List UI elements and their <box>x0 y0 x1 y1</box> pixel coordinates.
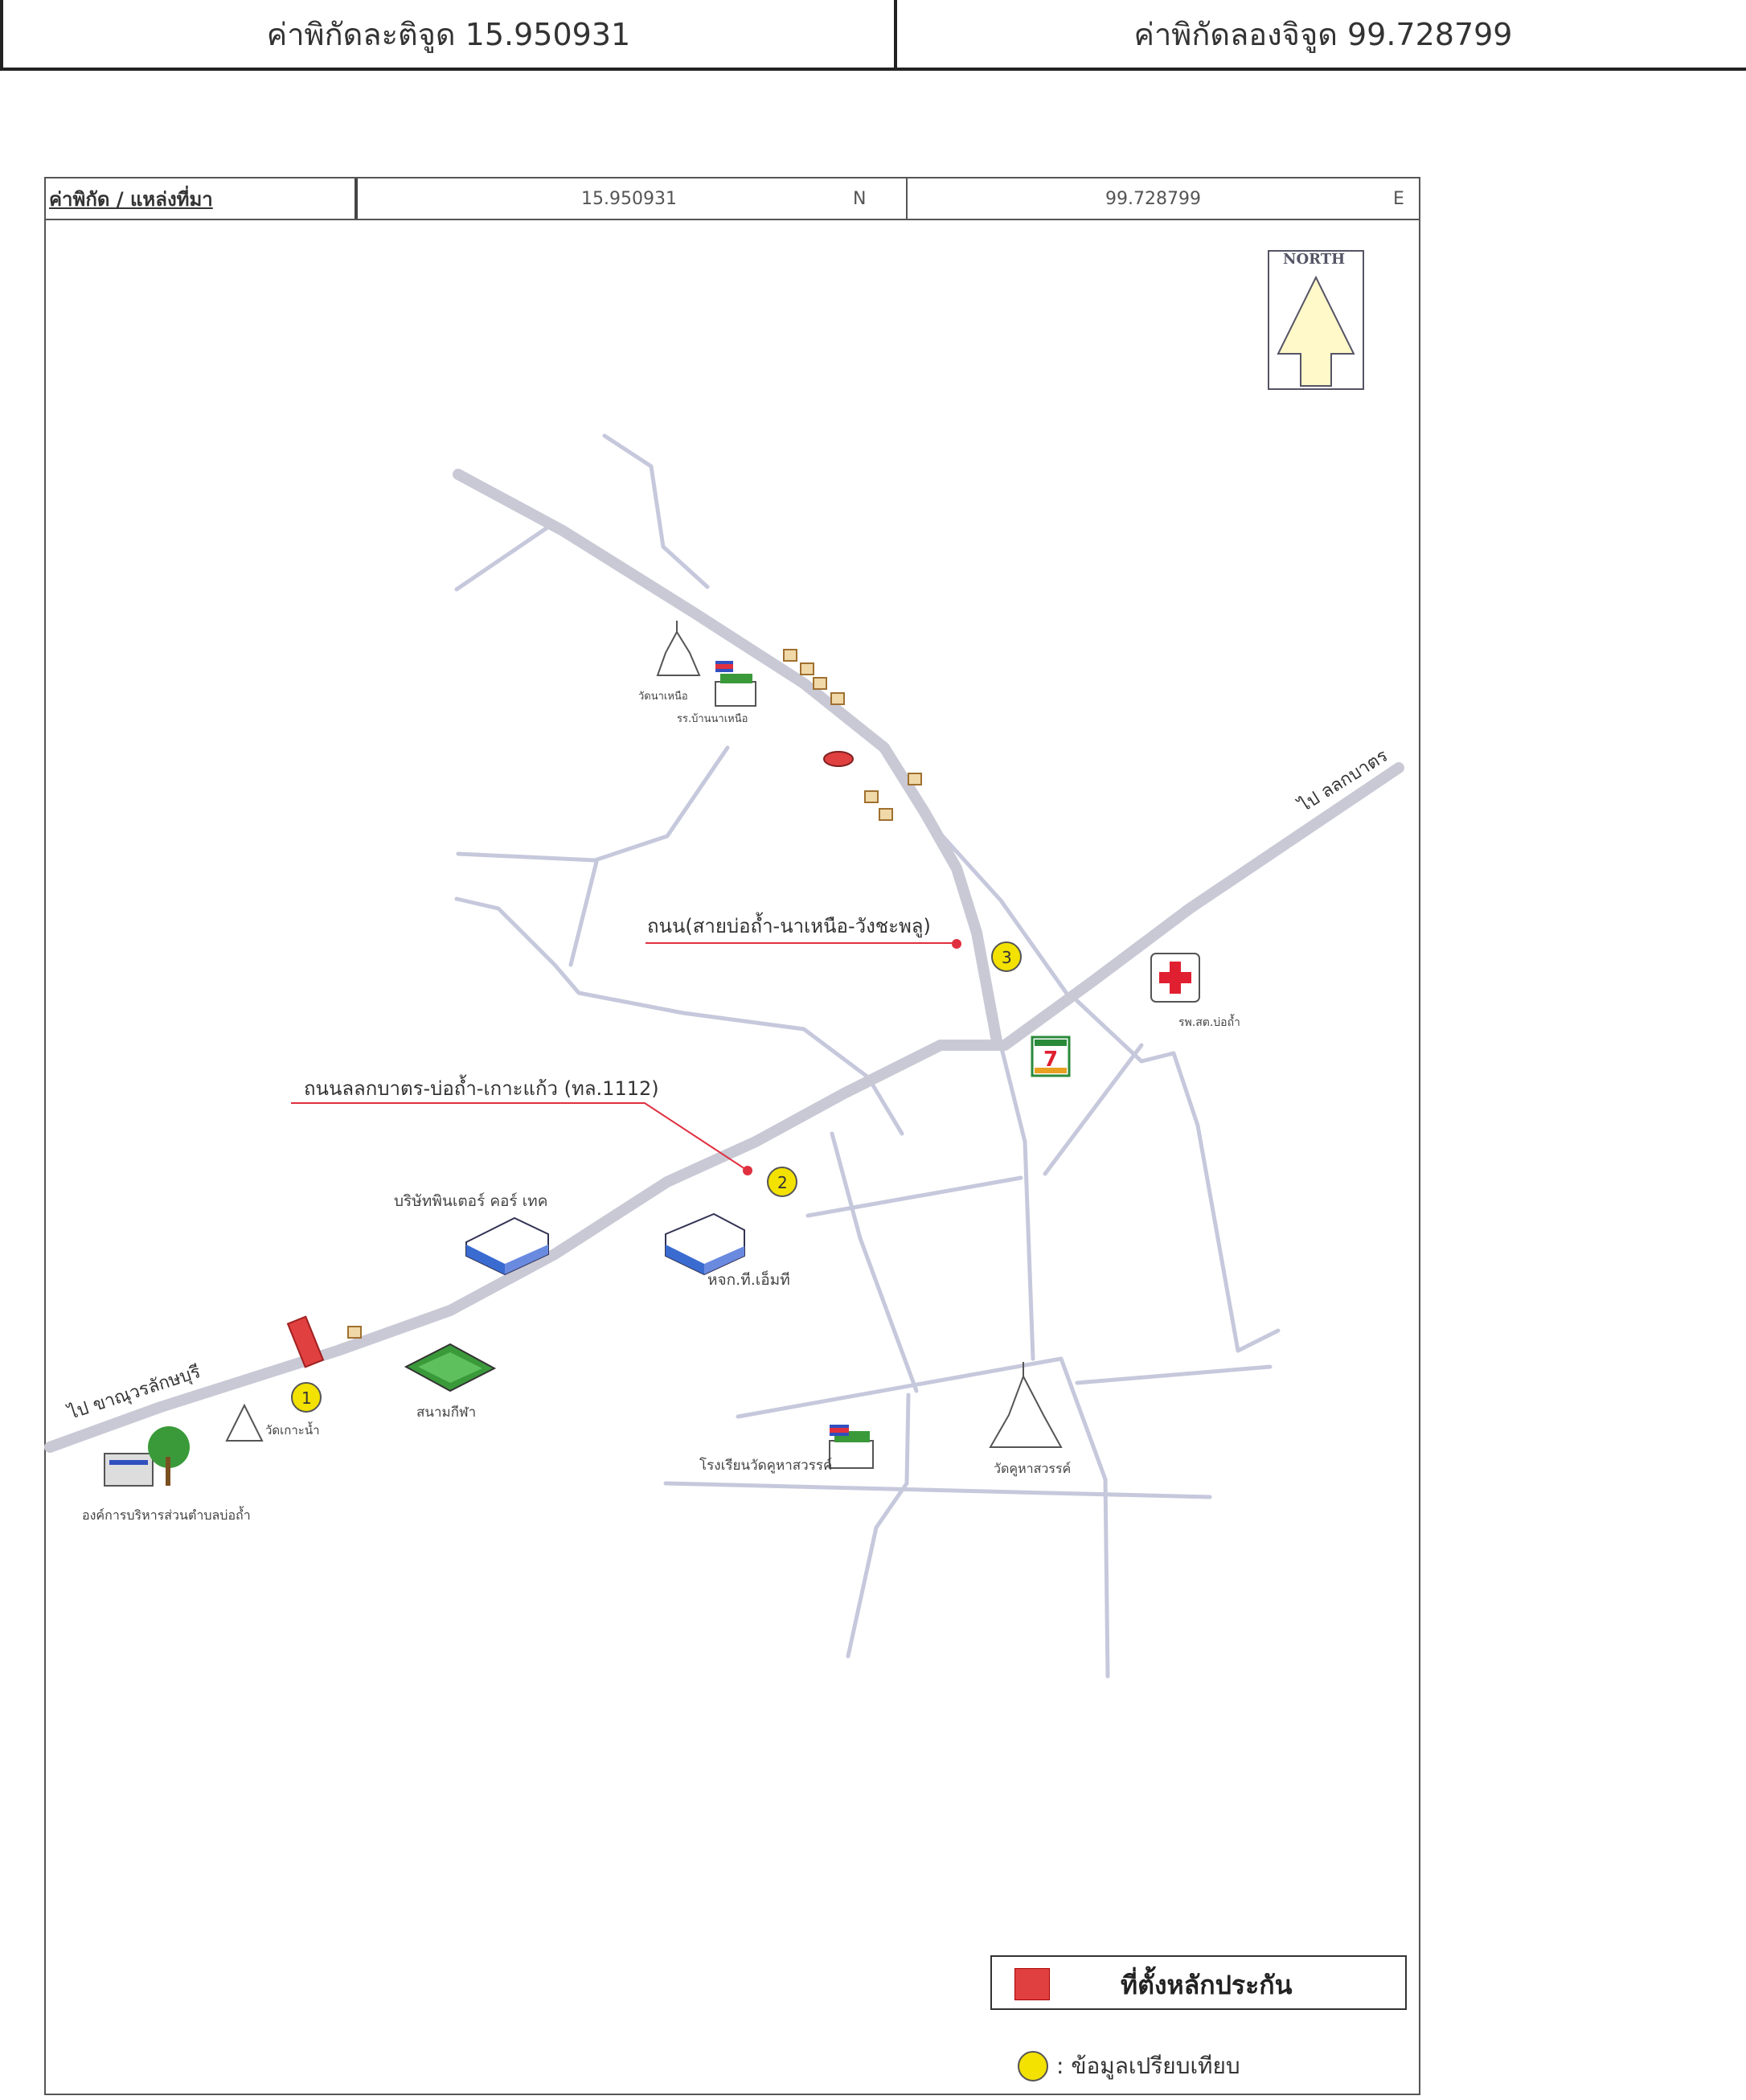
car-icon <box>823 751 854 767</box>
collateral-swatch <box>1014 1968 1050 2000</box>
road-2-label: ถนนลลกบาตร-บ่อถ้ำ-เกาะแก้ว (ทล.1112) <box>304 1074 659 1100</box>
company-building-icon <box>465 1216 549 1276</box>
stadium-icon <box>404 1343 497 1392</box>
minor-road <box>568 859 599 967</box>
minor-road <box>602 433 710 589</box>
stadium-label: สนามกีฬา <box>416 1405 476 1421</box>
legend-box: ที่ตั้งหลักประกัน <box>990 1955 1407 2010</box>
minor-road <box>1043 1043 1144 1176</box>
longitude-cell: ค่าพิกัดลองจิจูด 99.728799 <box>1133 16 1513 52</box>
marker-1-label: 1 <box>301 1388 312 1408</box>
hospital-icon <box>1150 953 1200 1003</box>
tao-label: องค์การบริหารส่วนตำบลบ่อถ้ำ <box>82 1506 251 1523</box>
house-icon <box>908 773 922 785</box>
temple-north-icon <box>656 621 701 676</box>
marker-3[interactable] <box>991 941 1022 972</box>
house-icon <box>783 649 797 662</box>
lat-value: 15.950931 <box>581 188 677 209</box>
leader-lines <box>291 939 961 1175</box>
hospital-label: รพ.สต.บ่อถ้ำ <box>1178 1014 1240 1029</box>
north-arrow-icon <box>1268 250 1364 390</box>
minor-road <box>998 1043 1035 1361</box>
temple-sw-label: วัดเกาะน้ำ <box>265 1421 320 1438</box>
road-bo-tham-na-nuea <box>453 469 1002 1047</box>
factory-building-icon <box>665 1212 745 1276</box>
house-icon <box>864 790 879 803</box>
highway-1112 <box>44 762 1404 1453</box>
coordinate-bar: ค่าพิกัดละติจูด 15.950931 ค่าพิกัดลองจิจ… <box>0 0 1746 71</box>
minor-roads <box>454 433 1281 1679</box>
temple-south-label: วัดคูหาสวรรค์ <box>994 1461 1071 1477</box>
marker-2-label: 2 <box>777 1173 788 1192</box>
svg-text:7: 7 <box>1043 1048 1058 1072</box>
comparison-markers <box>291 941 1022 1413</box>
house-icon <box>879 808 893 821</box>
latitude-cell: ค่าพิกัดละติจูด 15.950931 <box>3 0 897 68</box>
minor-road <box>456 745 730 863</box>
north-label: NORTH <box>1283 251 1345 268</box>
temple-south-icon <box>989 1362 1063 1448</box>
leader-dot-2 <box>743 1166 752 1175</box>
temple-north-label: วัดนาเหนือ <box>638 690 688 703</box>
marker-1[interactable] <box>291 1382 322 1413</box>
school-north-label: รร.บ้านนาเหนือ <box>677 712 748 725</box>
compare-legend: : ข้อมูลเปรียบเทียบ <box>1018 2049 1240 2084</box>
compare-legend-label: : ข้อมูลเปรียบเทียบ <box>1056 2053 1240 2079</box>
factory-label: หจก.ที.เอ็มที <box>707 1269 790 1289</box>
lon-value: 99.728799 <box>1105 188 1201 209</box>
temple-sw-icon <box>225 1403 264 1442</box>
map-header-lon: 99.728799 E <box>908 178 1419 219</box>
marker-3-label: 3 <box>1002 948 1012 967</box>
collateral-legend-label: ที่ตั้งหลักประกัน <box>1121 1970 1293 2000</box>
minor-road <box>1075 999 1281 1353</box>
tao-office-icon <box>104 1426 190 1487</box>
minor-road <box>454 896 904 1136</box>
minor-road <box>1075 1364 1273 1385</box>
minor-road <box>663 1481 1212 1499</box>
leader-line-2 <box>291 1102 748 1171</box>
village-houses <box>347 649 922 1339</box>
minor-road <box>830 1131 919 1393</box>
convenience-store-icon: 7 <box>1031 1036 1071 1077</box>
house-icon <box>813 677 827 690</box>
school-south-icon <box>829 1425 874 1469</box>
marker-2[interactable] <box>767 1167 797 1197</box>
minor-road <box>805 1175 1023 1218</box>
house-icon <box>800 662 814 675</box>
house-icon <box>830 692 845 705</box>
main-roads <box>44 469 1404 1453</box>
map-header-lat: 15.950931 N <box>355 178 908 219</box>
minor-road <box>846 1392 911 1659</box>
minor-road <box>736 1356 1110 1679</box>
lon-hemisphere: E <box>1393 188 1404 209</box>
road-3-label: ถนน(สายบ่อถ้ำ-นาเหนือ-วังชะพลู) <box>647 912 931 938</box>
school-north-icon <box>715 661 756 707</box>
lat-hemisphere: N <box>853 188 867 209</box>
leader-dot-3 <box>952 939 961 949</box>
minor-road <box>454 520 557 592</box>
map-header: ค่าพิกัด / แหล่งที่มา 15.950931 N 99.728… <box>44 177 1420 220</box>
company-label: บริษัทพินเตอร์ คอร์ เทค <box>394 1192 547 1210</box>
school-south-label: โรงเรียนวัดคูหาสวรรค์ <box>699 1457 832 1474</box>
minor-road <box>922 814 1072 999</box>
collateral-site[interactable] <box>286 1315 325 1368</box>
compare-dot-icon <box>1018 2051 1048 2082</box>
map-header-title: ค่าพิกัด / แหล่งที่มา <box>46 178 358 219</box>
house-icon <box>347 1326 362 1339</box>
